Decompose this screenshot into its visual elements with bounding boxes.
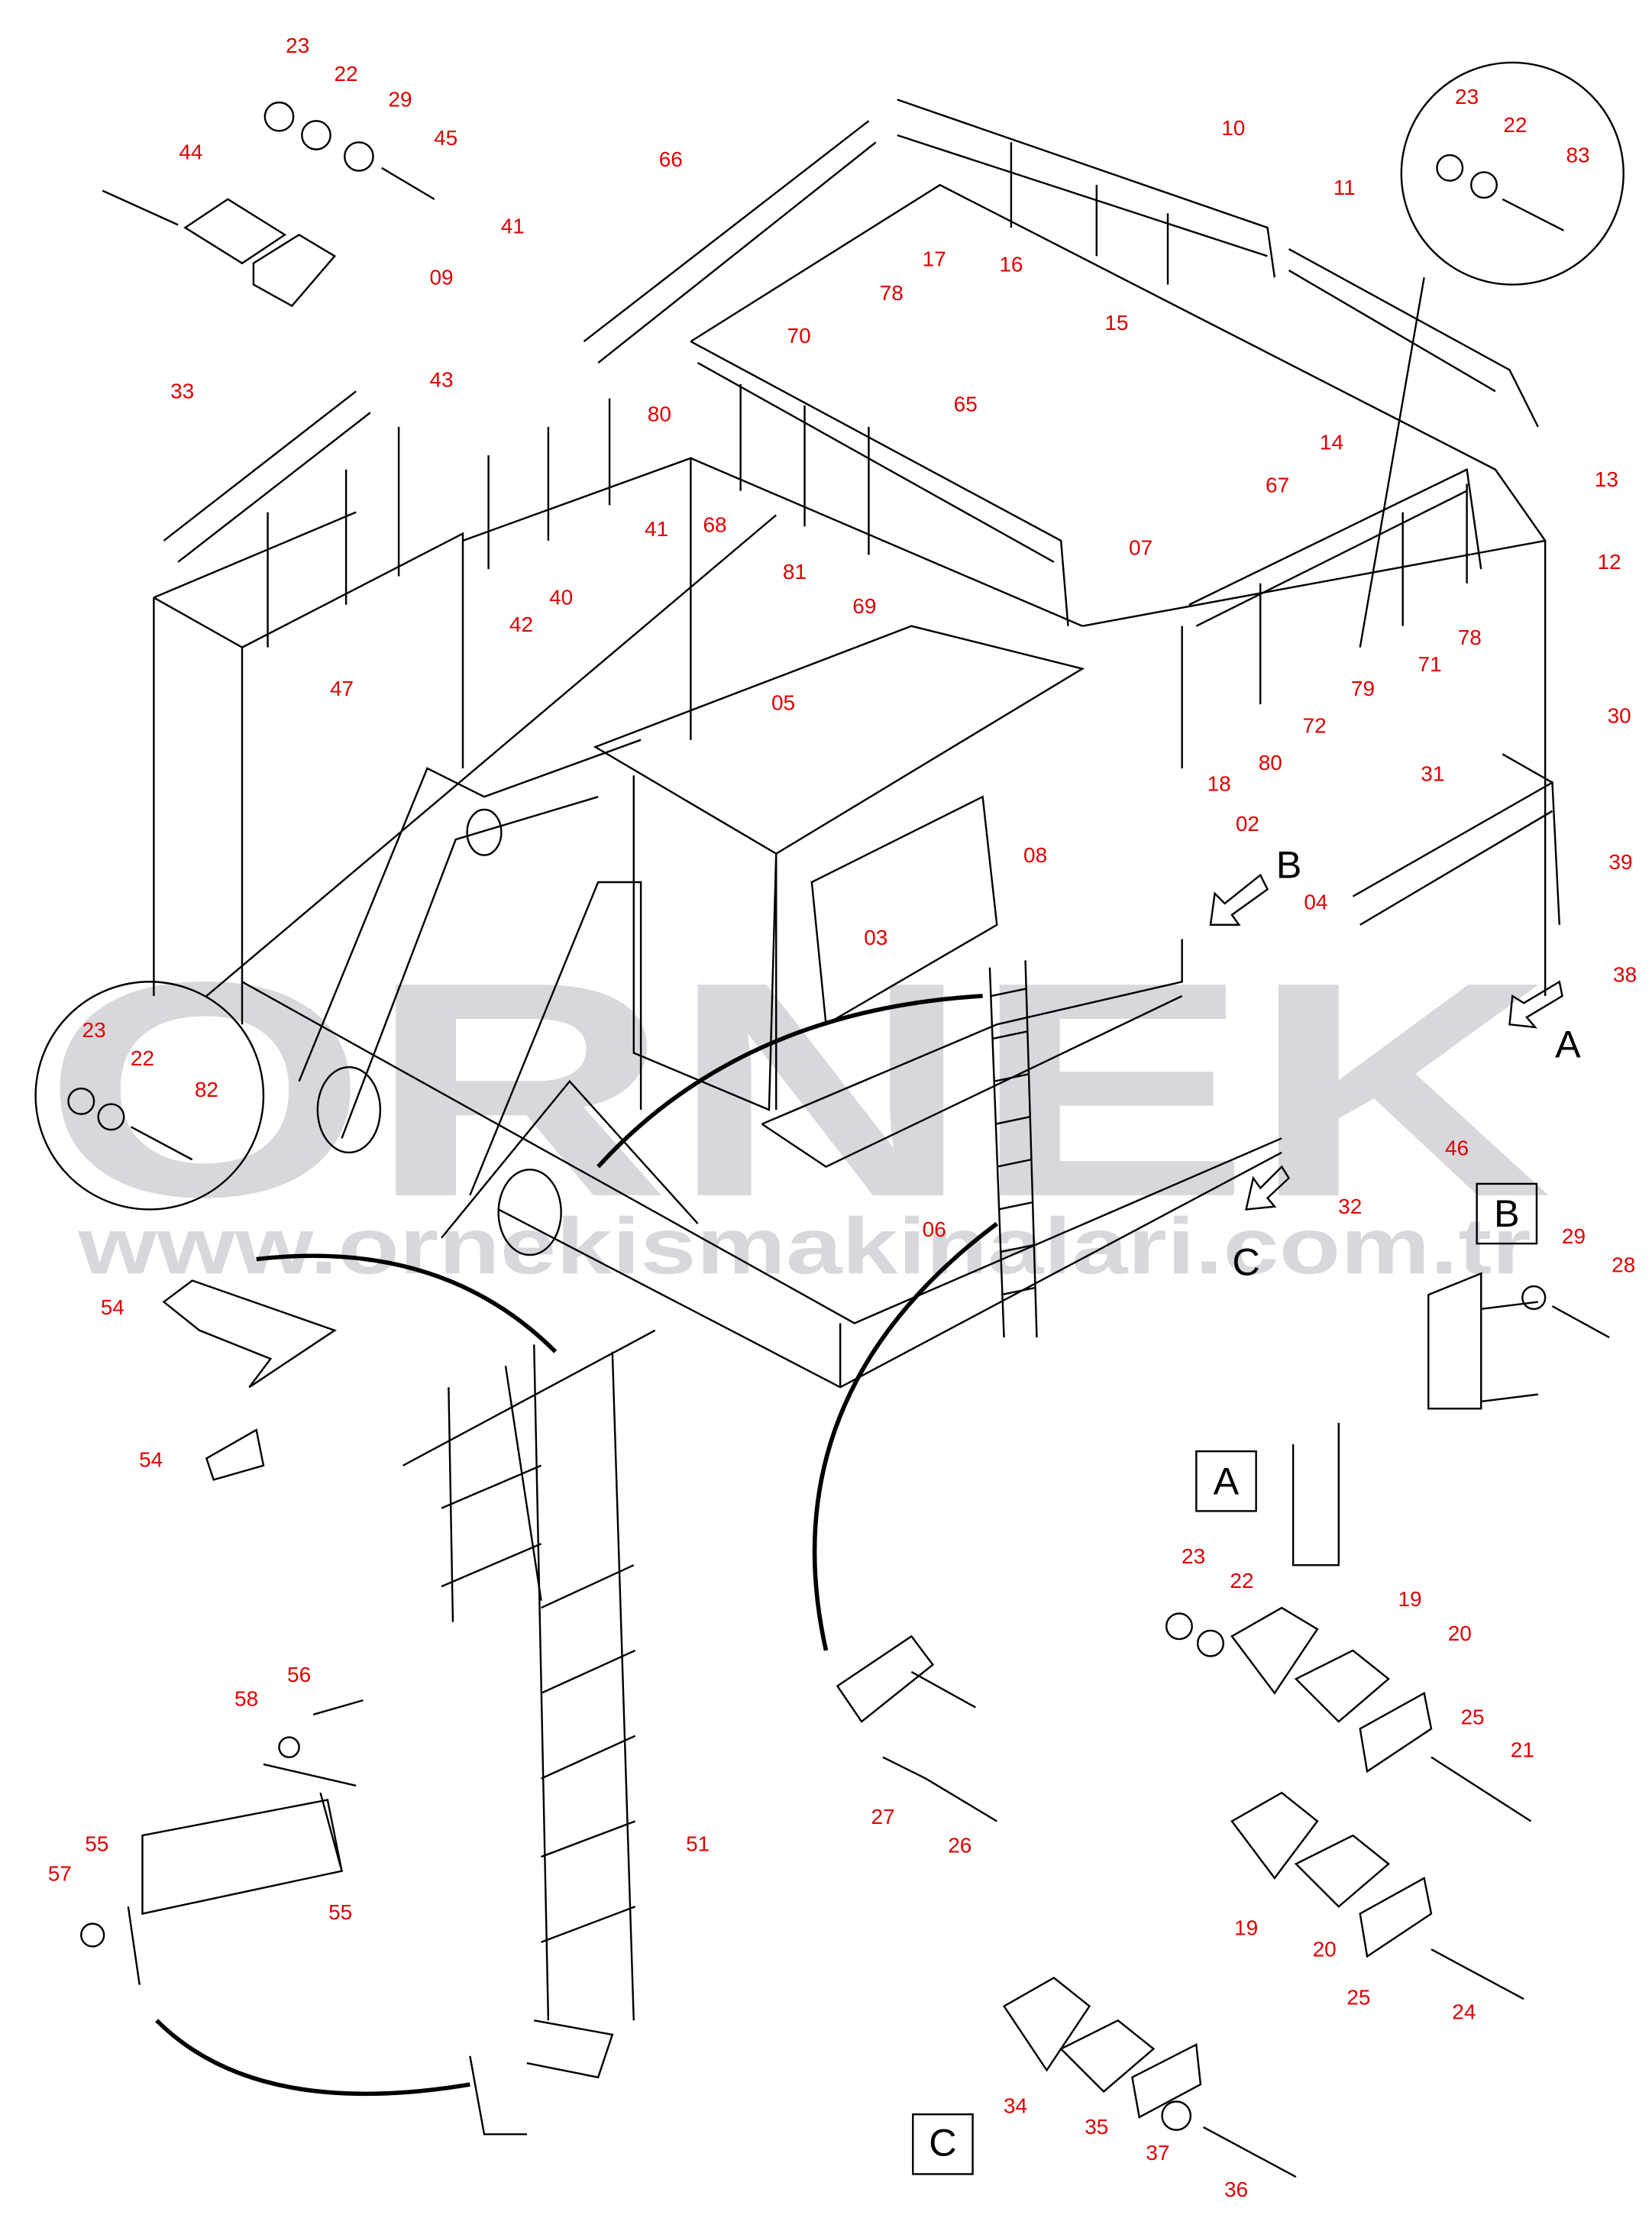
detail-box-c: C [929,2121,956,2165]
part-number-label: 43 [429,368,453,392]
machine-frame-drawing [153,99,1561,2097]
part-number-label: 22 [131,1046,154,1070]
part-number-label: 05 [771,691,795,715]
part-number-label: 18 [1207,772,1231,796]
part-number-label: 12 [1598,550,1621,574]
part-number-label: 09 [429,266,453,289]
detail-box-a: A [1214,1459,1240,1502]
part-number-label: 81 [783,560,807,584]
part-number-label: 39 [1608,850,1632,874]
part-number-label: 54 [139,1448,163,1472]
part-number-label: 37 [1146,2141,1169,2165]
watermark-brand: ORNEK [43,918,1553,1260]
view-letter-c: C [1232,1240,1259,1283]
part-number-label: 25 [1461,1706,1485,1729]
part-number-label: 55 [85,1832,108,1856]
part-number-label: 30 [1608,703,1631,727]
part-number-label: 24 [1452,2000,1476,2023]
part-number-label: 78 [880,281,904,305]
part-number-label: 57 [48,1862,72,1886]
part-number-label: 66 [659,147,683,171]
part-number-label: 56 [287,1663,311,1686]
part-labels: 23 22 29 45 44 66 10 11 23 22 83 17 16 78 41 09 70 15 43 80… [48,34,1637,2201]
detail-parts-drawing [34,61,1625,2178]
part-number-label: 10 [1221,116,1245,140]
part-number-label: 69 [852,594,876,618]
part-number-label: 70 [787,324,811,348]
part-number-label: 67 [1266,474,1289,497]
part-number-label: 58 [234,1687,258,1711]
part-number-label: 14 [1320,431,1343,454]
watermark: ORNEK www.ornekismakinalari.com.tr [43,918,1553,1291]
part-number-label: 27 [871,1805,895,1828]
part-number-label: 03 [864,926,887,949]
part-number-label: 34 [1004,2094,1027,2117]
part-number-label: 22 [335,62,358,86]
part-number-label: 68 [703,513,727,537]
part-number-label: 32 [1338,1195,1362,1218]
view-letters: B A C B A C [929,843,1581,2165]
part-number-label: 11 [1334,176,1356,199]
part-number-label: 31 [1421,762,1444,786]
part-number-label: 45 [434,126,457,150]
part-number-label: 80 [648,402,671,425]
part-number-label: 16 [999,253,1023,276]
part-number-label: 71 [1418,652,1442,676]
part-number-label: 25 [1346,1986,1370,2010]
part-number-label: 46 [1445,1137,1469,1160]
view-letter-b: B [1276,843,1302,887]
part-number-label: 44 [179,141,202,164]
part-number-label: 55 [328,1900,352,1924]
part-number-label: 38 [1613,962,1637,986]
part-number-label: 04 [1304,890,1327,913]
part-number-label: 47 [330,677,354,700]
part-number-label: 51 [686,1832,710,1856]
part-number-label: 33 [170,380,194,403]
part-number-label: 65 [954,392,978,415]
part-number-label: 79 [1351,677,1375,700]
part-number-label: 15 [1104,311,1128,335]
part-number-label: 19 [1234,1916,1258,1939]
part-number-label: 41 [645,517,668,541]
part-number-label: 26 [948,1833,971,1857]
part-number-label: 28 [1612,1253,1635,1276]
part-number-label: 08 [1023,843,1047,867]
part-number-label: 02 [1236,812,1259,836]
part-number-label: 78 [1458,626,1482,649]
part-number-label: 42 [509,613,533,636]
part-number-label: 19 [1398,1587,1421,1611]
part-number-label: 20 [1448,1622,1472,1645]
part-number-label: 22 [1503,113,1527,137]
watermark-url: www.ornekismakinalari.com.tr [77,1202,1531,1291]
part-number-label: 22 [1230,1569,1253,1592]
part-number-label: 54 [101,1295,124,1319]
part-number-label: 23 [1455,85,1479,108]
part-number-label: 40 [549,586,573,609]
part-number-label: 23 [1182,1544,1205,1568]
view-letter-a: A [1555,1022,1581,1065]
detail-box-b: B [1494,1191,1520,1235]
part-number-label: 72 [1303,713,1327,737]
part-number-label: 13 [1595,467,1618,491]
part-number-label: 07 [1129,535,1153,559]
part-number-label: 35 [1085,2115,1108,2139]
part-number-label: 20 [1313,1937,1337,1961]
part-number-label: 83 [1566,143,1589,167]
part-number-label: 23 [286,34,309,57]
part-number-label: 29 [1562,1224,1586,1248]
part-number-label: 23 [82,1018,106,1042]
part-number-label: 82 [195,1078,218,1101]
part-number-label: 29 [388,88,412,112]
part-number-label: 41 [501,214,525,238]
part-number-label: 21 [1511,1738,1534,1762]
part-number-label: 17 [923,247,946,270]
part-number-label: 80 [1259,751,1282,774]
part-number-label: 06 [923,1217,946,1241]
part-number-label: 36 [1224,2178,1248,2201]
